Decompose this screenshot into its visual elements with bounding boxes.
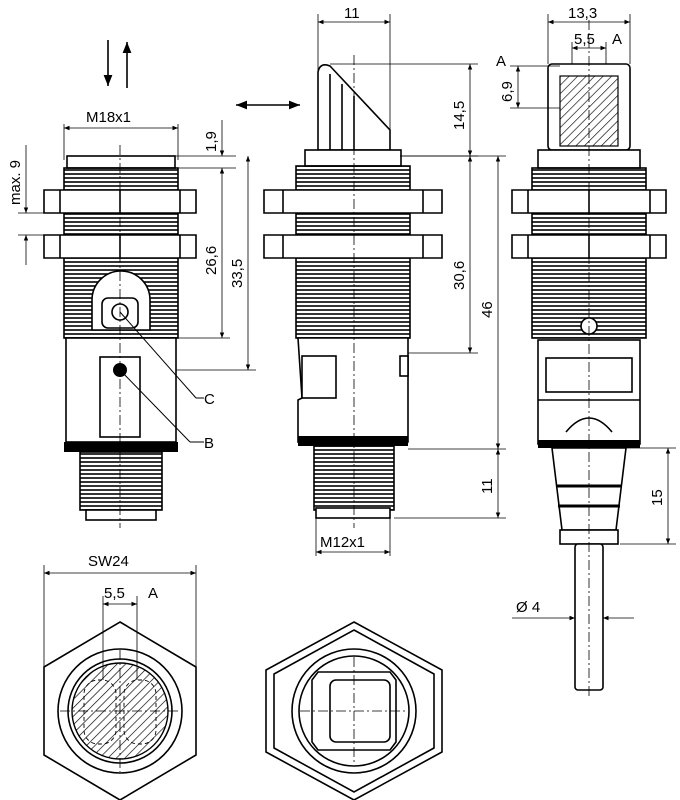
- label-5-5-bottom: 5,5: [104, 585, 125, 602]
- label-15: 15: [649, 489, 666, 506]
- label-11-bottom: 11: [479, 478, 496, 494]
- callout-b: B: [204, 435, 214, 452]
- label-sw24: SW24: [88, 553, 129, 570]
- label-33-5: 33,5: [229, 259, 246, 288]
- label-m18: M18x1: [86, 109, 131, 126]
- label-a-bottom: A: [148, 585, 158, 602]
- label-13-3: 13,3: [568, 5, 597, 22]
- label-11-top: 11: [344, 5, 360, 22]
- label-5-5-top: 5,5: [574, 31, 595, 48]
- label-m12: M12x1: [320, 534, 365, 551]
- label-26-6: 26,6: [203, 246, 220, 275]
- label-6-9: 6,9: [499, 81, 516, 102]
- hex-view-rear: [265, 621, 443, 800]
- label-dia4: Ø 4: [516, 599, 540, 616]
- callout-c: C: [204, 391, 215, 408]
- label-max9: max. 9: [7, 160, 24, 205]
- label-1-9: 1,9: [203, 131, 220, 152]
- front-view-right: 13,3 5,5 A A 6,9 15 Ø 4: [496, 5, 676, 698]
- side-view-middle: 11 14,5 30,6 46 11 M12x1: [236, 5, 506, 556]
- label-a-top: A: [612, 31, 622, 48]
- label-46: 46: [479, 301, 496, 318]
- hex-view-lens: SW24 5,5 A: [43, 553, 197, 800]
- label-14-5: 14,5: [451, 101, 468, 130]
- label-30-6: 30,6: [451, 261, 468, 290]
- label-a-left: A: [496, 53, 506, 70]
- front-view-left: M18x1 max. 9 1,9 26,6 33,5 C B: [7, 40, 256, 528]
